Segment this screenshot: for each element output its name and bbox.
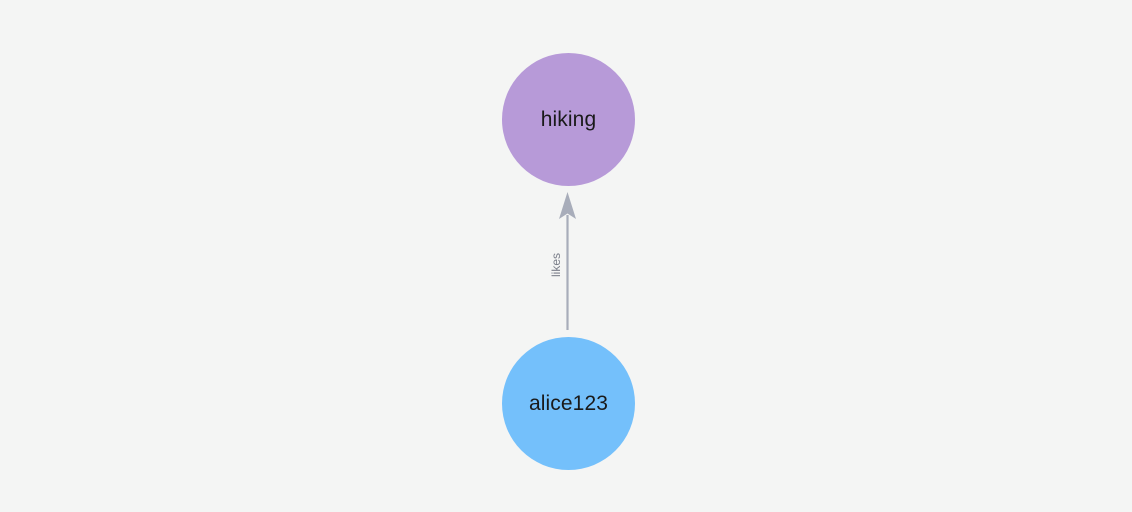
graph-node-alice123[interactable]: alice123 xyxy=(502,337,635,470)
node-label-alice123: alice123 xyxy=(528,392,609,415)
graph-node-hiking[interactable]: hiking xyxy=(502,53,635,186)
node-label-hiking: hiking xyxy=(540,108,597,131)
arrow-head-icon xyxy=(559,192,576,219)
edge-label-likes: likes xyxy=(549,253,563,278)
